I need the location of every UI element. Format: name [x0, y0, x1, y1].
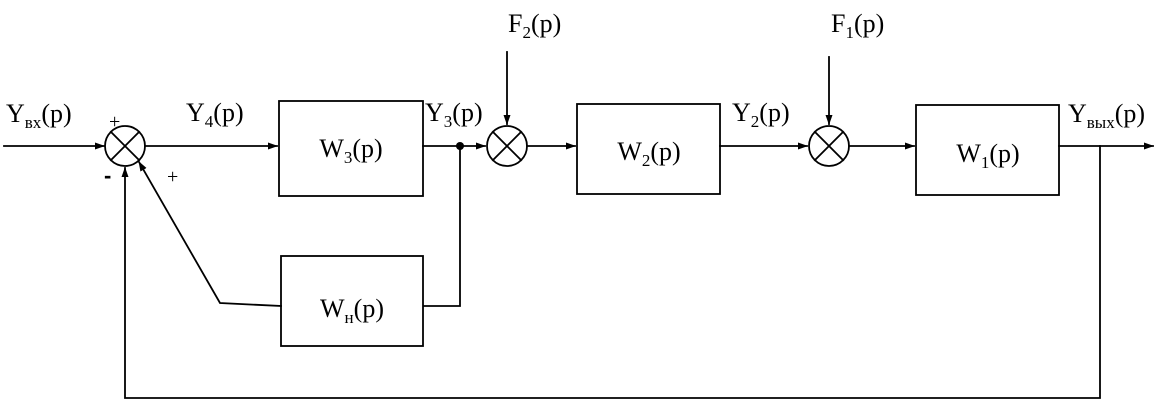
summing-junction-f2	[486, 125, 528, 167]
label-y4: Y4(p)	[186, 98, 244, 131]
summing-junction-f1	[808, 125, 850, 167]
svg-text:W1(p): W1(p)	[956, 139, 1019, 172]
label-f2: F2(p)	[508, 9, 561, 42]
corrective-feedback-line	[137, 160, 282, 307]
label-y2: Y2(p)	[732, 98, 790, 131]
block-w3: W3(p)	[278, 100, 424, 197]
svg-text:W2(p): W2(p)	[617, 137, 680, 170]
sign-main-minus: -	[104, 163, 111, 188]
label-output: Yвых(p)	[1068, 99, 1145, 132]
svg-text:Wн(p): Wн(p)	[320, 294, 384, 327]
block-w1: W1(p)	[915, 104, 1060, 196]
main-feedback-line	[121, 145, 1101, 399]
label-y3: Y3(p)	[425, 98, 483, 131]
label-f1: F1(p)	[831, 9, 884, 42]
block-w2: W2(p)	[576, 103, 721, 195]
svg-text:W3(p): W3(p)	[319, 134, 382, 167]
label-input: Yвх(p)	[6, 99, 72, 132]
block-wn: Wн(p)	[280, 255, 424, 347]
sign-main-plus: +	[109, 111, 120, 133]
corrective-branch-line	[422, 145, 461, 307]
sign-corrective-plus: +	[167, 166, 178, 188]
